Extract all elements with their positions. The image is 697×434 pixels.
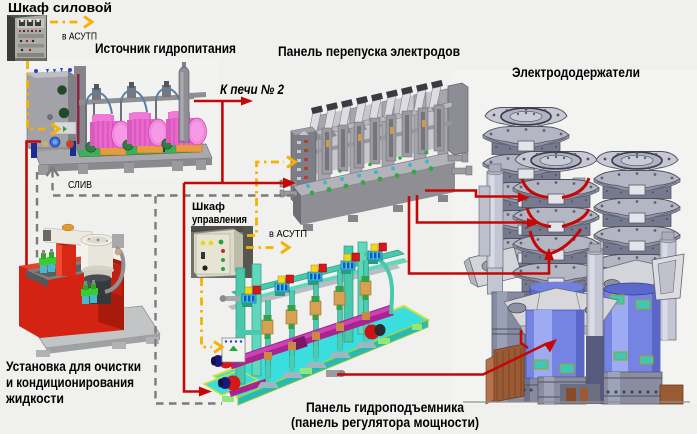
svg-text:жидкости: жидкости [5, 391, 64, 406]
svg-text:Шкаф силовой: Шкаф силовой [8, 0, 112, 15]
svg-text:и кондиционирования: и кондиционирования [6, 375, 134, 390]
svg-text:Источник гидропитания: Источник гидропитания [95, 41, 236, 56]
svg-text:в АСУТП: в АСУТП [269, 229, 307, 240]
svg-text:Шкаф: Шкаф [192, 201, 225, 213]
svg-text:Панель гидроподъемника: Панель гидроподъемника [306, 400, 464, 415]
svg-text:в АСУТП: в АСУТП [62, 32, 97, 43]
svg-text:Панель перепуска электродов: Панель перепуска электродов [278, 44, 460, 59]
svg-text:(панель регулятора мощности): (панель регулятора мощности) [291, 415, 479, 430]
svg-text:управления: управления [192, 214, 247, 226]
svg-text:К печи № 2: К печи № 2 [220, 82, 284, 97]
svg-text:Электрододержатели: Электрододержатели [512, 65, 640, 80]
svg-text:СЛИВ: СЛИВ [68, 180, 92, 191]
svg-text:Установка для очистки: Установка для очистки [6, 359, 141, 374]
